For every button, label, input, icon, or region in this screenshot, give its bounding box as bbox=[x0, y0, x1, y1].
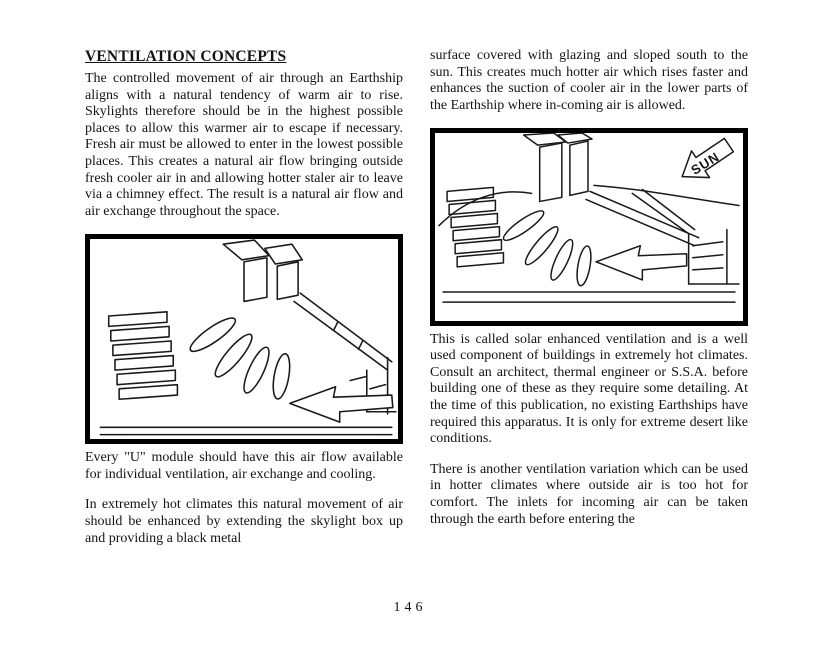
berm-line bbox=[438, 184, 740, 227]
figure2-drawing: SUN bbox=[438, 133, 740, 304]
ventilation-louvers bbox=[502, 210, 592, 287]
left-column: VENTILATION CONCEPTS The controlled move… bbox=[85, 48, 403, 561]
front-face bbox=[687, 229, 740, 286]
roof-beams bbox=[293, 292, 393, 372]
paragraph-solar-enhanced: This is called solar enhanced ventilatio… bbox=[430, 331, 748, 447]
paragraph-ventilation-intro: The controlled movement of air through a… bbox=[85, 71, 403, 219]
stepped-wall bbox=[107, 311, 179, 401]
figure1-caption: Every "U" module should have this air fl… bbox=[85, 450, 403, 482]
figure-solar-enhanced-ventilation: SUN bbox=[430, 128, 748, 326]
sun-arrow-icon bbox=[681, 138, 735, 179]
ventilation-louvers bbox=[189, 317, 291, 401]
figure1-drawing bbox=[99, 239, 397, 436]
stepped-wall bbox=[446, 186, 505, 268]
page-number: 146 bbox=[393, 600, 427, 615]
figure-natural-ventilation bbox=[85, 234, 403, 445]
paragraph-variation: There is another ventilation variation w… bbox=[430, 461, 748, 527]
ground-lines bbox=[99, 426, 393, 436]
sloped-glazing bbox=[585, 188, 700, 247]
paragraph-hot-climates: In extremely hot climates this natural m… bbox=[85, 497, 403, 546]
airflow-arrow bbox=[289, 386, 394, 424]
airflow-arrow bbox=[595, 245, 688, 282]
ground-lines bbox=[442, 291, 736, 304]
skylight-box bbox=[222, 239, 304, 303]
paragraph-glazing: surface covered with glazing and sloped … bbox=[430, 48, 748, 113]
extended-skylight-box bbox=[522, 133, 593, 203]
right-column: surface covered with glazing and sloped … bbox=[430, 48, 748, 542]
section-heading: VENTILATION CONCEPTS bbox=[85, 48, 287, 65]
